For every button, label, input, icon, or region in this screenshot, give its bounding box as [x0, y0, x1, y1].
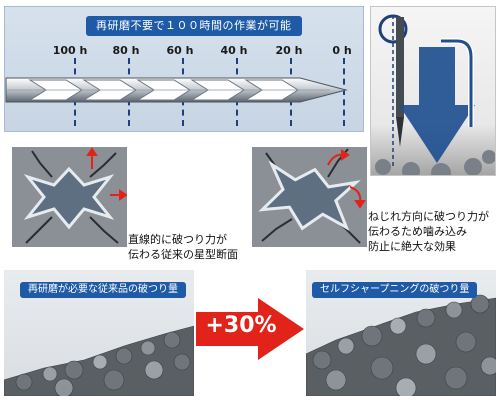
conventional-caption: 直線的に破つり力が 伝わる従来の星型断面 — [128, 232, 238, 262]
conventional-caption-line: 直線的に破つり力が — [128, 233, 227, 246]
self-sharpening-caption-line: ねじれ方向に破つり力が — [368, 210, 489, 223]
banner-title: 再研磨不要で１００時間の作業が可能 — [86, 16, 302, 36]
hour-label-100: 100 h — [52, 44, 88, 57]
self-sharpening-caption-line: 防止に絶大な効果 — [368, 240, 456, 253]
drilling-photo — [370, 6, 496, 176]
conventional-caption-line: 伝わる従来の星型断面 — [128, 248, 238, 261]
hour-label-0: 0 h — [332, 44, 352, 57]
increase-arrow — [196, 298, 304, 360]
conventional-label: 再研磨が必要な従来品の破つり量 — [20, 282, 186, 298]
hour-divider — [343, 58, 345, 126]
self-sharpening-caption-line: 伝わるため噛み込み — [368, 225, 467, 238]
hour-label-60: 60 h — [166, 44, 194, 57]
self-sharpening-cross-section — [252, 147, 367, 247]
self-sharpening-caption: ねじれ方向に破つり力が 伝わるため噛み込み 防止に絶大な効果 — [368, 209, 489, 254]
increase-percentage: +30% — [205, 313, 277, 338]
conventional-cross-section — [12, 147, 127, 247]
conventional-rubble-photo — [4, 270, 194, 396]
hour-label-20: 20 h — [275, 44, 303, 57]
self-sharpening-label: セルフシャープニングの破つり量 — [312, 282, 478, 298]
chisel-bit-illustration — [5, 77, 348, 103]
hour-label-80: 80 h — [112, 44, 140, 57]
hour-label-40: 40 h — [220, 44, 248, 57]
